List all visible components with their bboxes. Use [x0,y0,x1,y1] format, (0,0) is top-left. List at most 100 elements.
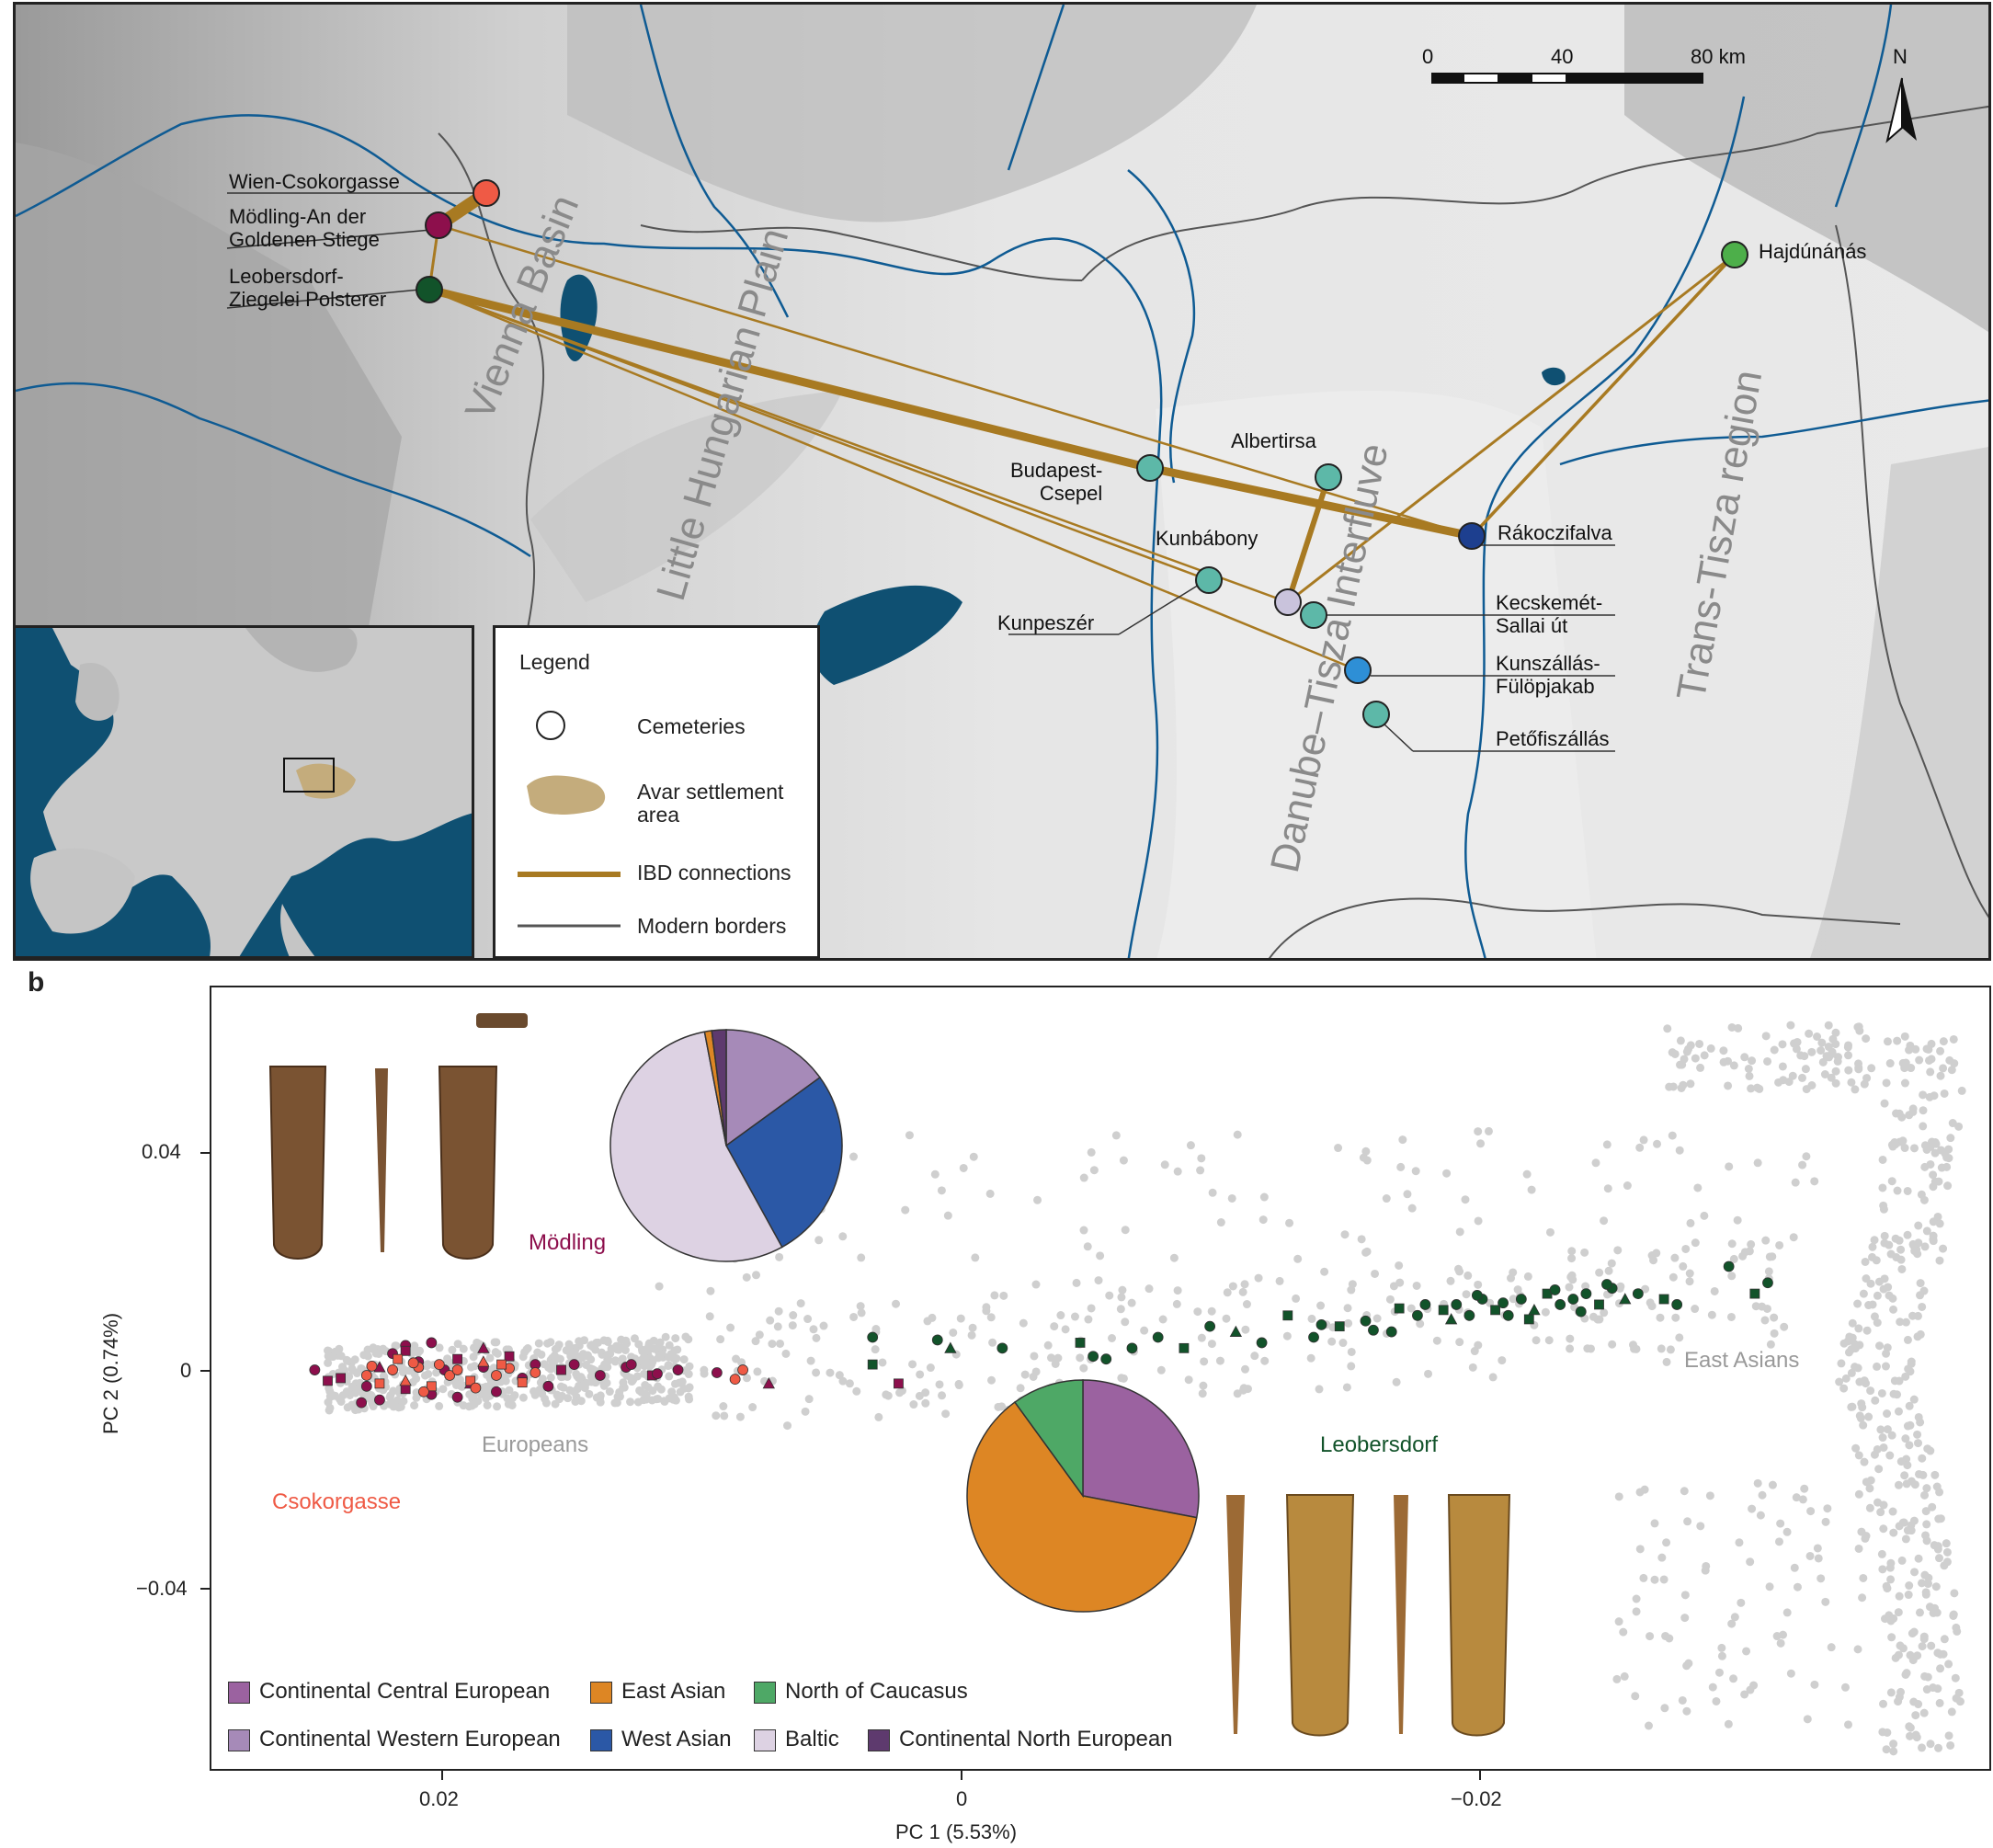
sample-point-leobersdorf[interactable] [1502,1309,1514,1321]
sample-point-mödling[interactable] [426,1337,438,1349]
sample-point-leobersdorf[interactable] [1179,1342,1190,1353]
sample-point-csokorgasse[interactable] [470,1382,482,1394]
sample-point-leobersdorf[interactable] [1152,1331,1164,1343]
site-albertirsa-marker[interactable] [1315,463,1342,491]
sample-point-leobersdorf[interactable] [1100,1353,1112,1365]
sample-point-leobersdorf[interactable] [1632,1288,1644,1299]
sample-point-leobersdorf[interactable] [1394,1303,1405,1314]
sample-point-mödling[interactable] [594,1370,606,1381]
sample-point-leobersdorf[interactable] [1360,1315,1372,1327]
sample-point-mödling[interactable] [360,1380,372,1392]
sample-point-leobersdorf[interactable] [1463,1309,1475,1321]
sample-point-mödling[interactable] [336,1373,347,1384]
sample-point-leobersdorf[interactable] [1523,1314,1534,1325]
sample-point-leobersdorf[interactable] [1444,1313,1458,1325]
sample-point-mödling[interactable] [477,1341,490,1353]
sample-point-mödling[interactable] [452,1353,463,1364]
sample-point-csokorgasse[interactable] [393,1353,404,1364]
site-kecskemet-marker[interactable] [1300,601,1327,629]
sample-point-leobersdorf[interactable] [1229,1325,1243,1337]
sample-point-csokorgasse[interactable] [387,1364,398,1375]
sample-point-mödling[interactable] [309,1364,321,1375]
sample-point-leobersdorf[interactable] [867,1331,879,1343]
sample-point-leobersdorf[interactable] [1438,1305,1449,1316]
sample-point-mödling[interactable] [504,1351,515,1362]
sample-point-leobersdorf[interactable] [944,1341,957,1353]
sample-point-csokorgasse[interactable] [360,1370,372,1381]
sample-point-mödling[interactable] [356,1397,368,1409]
sample-point-leobersdorf[interactable] [1580,1288,1592,1299]
sample-point-mödling[interactable] [556,1364,566,1375]
sample-point-leobersdorf[interactable] [1088,1351,1099,1363]
sample-point-csokorgasse[interactable] [451,1364,463,1375]
sample-point-mödling[interactable] [894,1378,904,1389]
site-kunbabony-marker[interactable] [1195,566,1223,594]
site-wien-marker[interactable] [473,179,500,207]
sample-point-leobersdorf[interactable] [1555,1299,1566,1310]
sample-point-mödling[interactable] [451,1391,463,1403]
sample-point-leobersdorf[interactable] [1723,1261,1735,1272]
sample-point-leobersdorf[interactable] [1575,1306,1587,1318]
sample-point-mödling[interactable] [711,1367,723,1378]
sample-point-leobersdorf[interactable] [1549,1284,1561,1295]
sample-point-leobersdorf[interactable] [1515,1294,1527,1305]
sample-point-leobersdorf[interactable] [1762,1277,1773,1289]
sample-point-csokorgasse[interactable] [418,1386,429,1397]
sample-point-mödling[interactable] [568,1359,580,1371]
sample-point-mödling[interactable] [542,1380,554,1392]
sample-point-mödling[interactable] [400,1345,411,1356]
sample-point-leobersdorf[interactable] [1419,1299,1431,1310]
sample-point-csokorgasse[interactable] [477,1355,490,1367]
site-budapest-marker[interactable] [1136,454,1164,482]
sample-point-leobersdorf[interactable] [1567,1294,1579,1305]
sample-point-csokorgasse[interactable] [530,1367,541,1378]
sample-point-leobersdorf[interactable] [1749,1288,1760,1299]
sample-point-leobersdorf[interactable] [1308,1331,1319,1343]
sample-point-leobersdorf[interactable] [1126,1342,1138,1354]
sample-point-leobersdorf[interactable] [1498,1297,1509,1309]
sample-point-csokorgasse[interactable] [465,1375,476,1386]
sample-point-leobersdorf[interactable] [1594,1299,1604,1310]
sample-point-leobersdorf[interactable] [931,1334,943,1346]
sample-point-mödling[interactable] [672,1364,684,1375]
sample-point-leobersdorf[interactable] [1368,1324,1379,1336]
site-rakoczifalva-marker[interactable] [1458,522,1486,550]
sample-point-csokorgasse[interactable] [426,1381,437,1392]
sample-point-leobersdorf[interactable] [1075,1338,1086,1348]
sample-point-csokorgasse[interactable] [737,1364,748,1375]
sample-point-mödling[interactable] [491,1386,502,1397]
sample-point-leobersdorf[interactable] [1601,1279,1612,1290]
sample-point-leobersdorf[interactable] [1256,1337,1268,1349]
sample-point-mödling[interactable] [625,1359,637,1371]
sample-point-csokorgasse[interactable] [433,1359,445,1371]
sample-point-csokorgasse[interactable] [496,1359,507,1370]
sample-point-leobersdorf[interactable] [1315,1318,1327,1330]
sample-point-csokorgasse[interactable] [729,1374,741,1386]
sample-point-leobersdorf[interactable] [1619,1293,1632,1305]
site-modling-marker[interactable] [425,211,452,239]
site-petofiszallas-marker[interactable] [1362,701,1390,728]
sample-point-leobersdorf[interactable] [1385,1326,1397,1338]
sample-point-leobersdorf[interactable] [996,1342,1008,1354]
sample-point-csokorgasse[interactable] [491,1370,502,1381]
sample-point-leobersdorf[interactable] [1282,1310,1293,1321]
sample-point-leobersdorf[interactable] [1658,1294,1669,1305]
site-kecskemet-lilac-marker[interactable] [1274,588,1302,616]
sample-point-mödling[interactable] [762,1377,775,1389]
sample-point-mödling[interactable] [374,1394,385,1406]
sample-point-leobersdorf[interactable] [1412,1309,1423,1321]
site-kunszallas-marker[interactable] [1344,656,1372,684]
sample-point-leobersdorf[interactable] [1528,1304,1541,1316]
site-leobersdorf-marker[interactable] [416,276,443,303]
sample-point-csokorgasse[interactable] [399,1375,412,1386]
site-hajdunanas-marker[interactable] [1721,241,1748,268]
sample-point-leobersdorf[interactable] [867,1359,878,1370]
sample-point-leobersdorf[interactable] [1490,1305,1501,1316]
sample-point-csokorgasse[interactable] [517,1377,528,1388]
sample-point-csokorgasse[interactable] [374,1378,385,1389]
sample-point-leobersdorf[interactable] [1451,1299,1463,1310]
sample-point-csokorgasse[interactable] [407,1357,419,1369]
sample-point-mödling[interactable] [652,1368,663,1380]
sample-point-mödling[interactable] [323,1375,333,1386]
sample-point-csokorgasse[interactable] [444,1370,456,1381]
